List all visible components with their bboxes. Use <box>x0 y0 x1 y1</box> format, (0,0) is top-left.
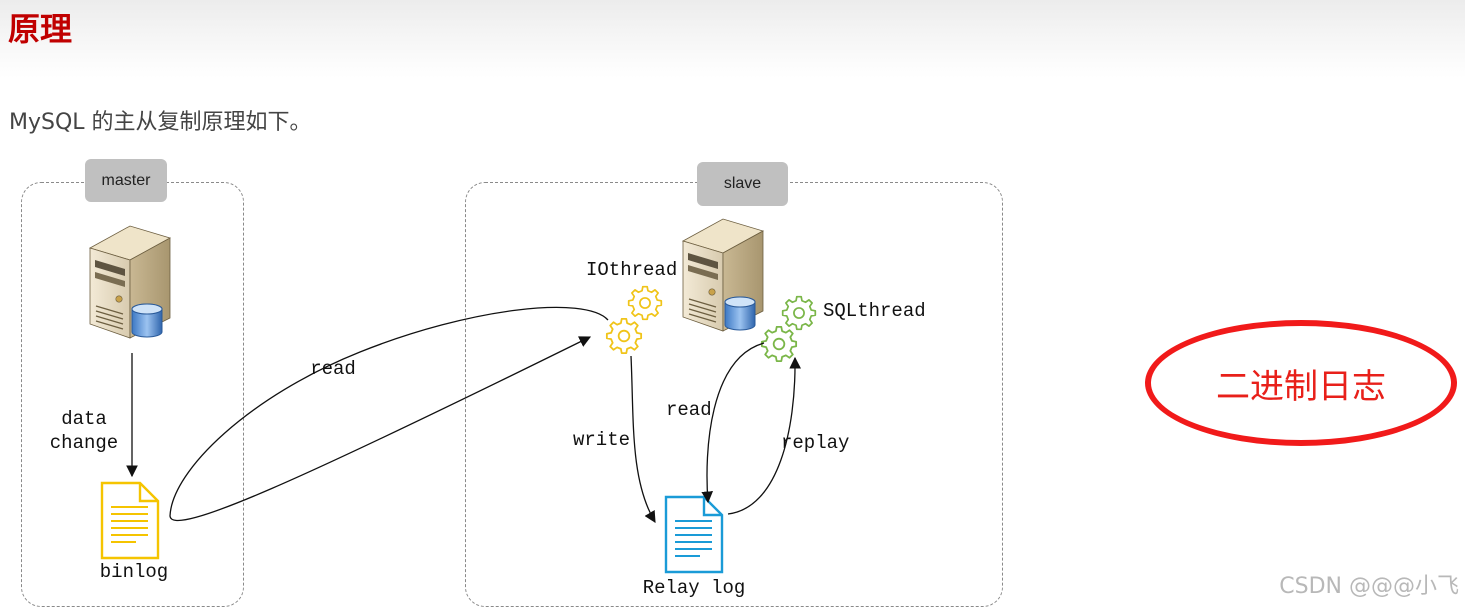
data-change-label-line1: data <box>61 408 107 430</box>
binary-log-callout-text: 二进制日志 <box>1216 366 1386 407</box>
sql-read-label: read <box>666 399 712 421</box>
sql-read-arrow <box>701 342 765 504</box>
relay-log-document-icon <box>664 495 724 574</box>
master-server-icon <box>89 225 171 339</box>
header-band <box>0 0 1465 78</box>
binlog-document-icon <box>100 481 160 560</box>
page-title: 原理 <box>8 10 73 48</box>
relay-log-label: Relay log <box>643 577 746 599</box>
page-subtitle: MySQL 的主从复制原理如下。 <box>9 110 312 135</box>
read-loop-arrow <box>169 306 609 522</box>
master-tag: master <box>85 159 167 202</box>
binary-log-callout: 二进制日志 <box>1145 320 1457 446</box>
sql-thread-label: SQLthread <box>823 300 926 322</box>
sql-thread-gear-icon <box>760 295 817 363</box>
io-thread-gear-icon <box>605 285 663 355</box>
write-label: write <box>573 429 630 451</box>
replay-arrow <box>727 356 801 515</box>
read-edge-label: read <box>310 358 356 380</box>
watermark: CSDN @@@小飞 <box>1279 574 1459 599</box>
io-thread-label: IOthread <box>586 259 677 281</box>
slave-server-icon <box>682 218 764 332</box>
slave-tag: slave <box>697 162 788 206</box>
binlog-label: binlog <box>100 561 168 583</box>
data-change-label-line2: change <box>50 432 118 454</box>
write-arrow <box>630 355 656 524</box>
replay-label: replay <box>781 432 849 454</box>
